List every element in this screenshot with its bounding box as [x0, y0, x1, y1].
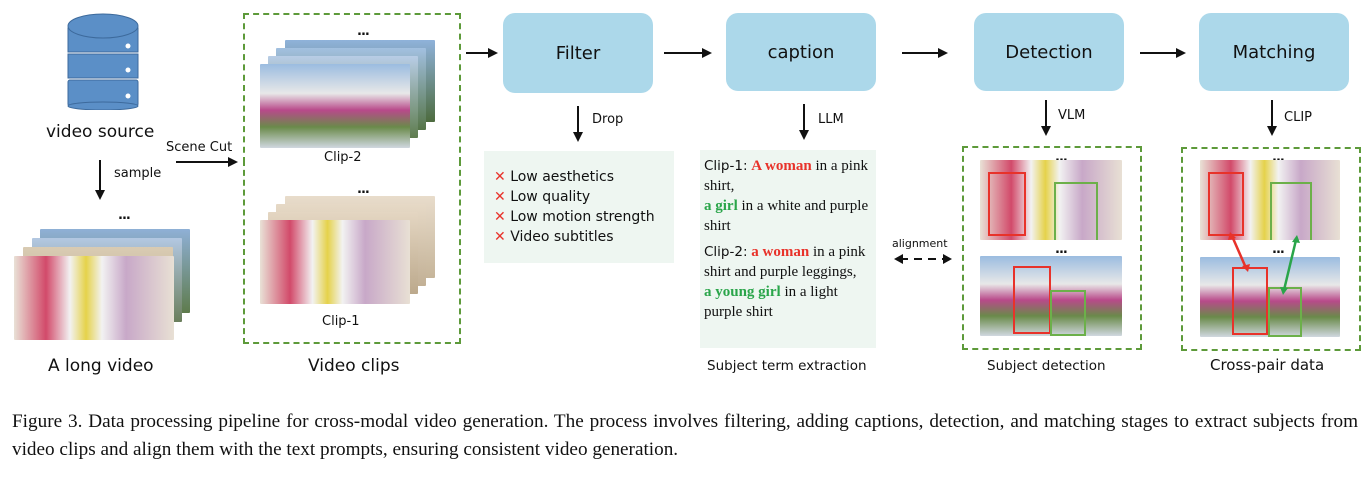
caption-stage: caption: [726, 13, 876, 91]
video-clips-container: [243, 13, 461, 163]
drop-reason: ✕ Low quality: [494, 189, 591, 205]
detection-container: [962, 146, 1142, 350]
drop-label: Drop: [592, 112, 624, 127]
arrow-right-icon: [664, 48, 712, 58]
drop-reason: ✕ Low aesthetics: [494, 169, 615, 185]
drop-reasons-panel: ✕ Low aesthetics ✕ Low quality ✕ Low mot…: [484, 151, 674, 263]
clip-1-caption: Clip-1: A woman in a pink shirt,a girl i…: [704, 158, 869, 234]
subject-box-green: [1054, 182, 1098, 240]
subject-caption-panel: Clip-1: A woman in a pink shirt,a girl i…: [700, 150, 876, 348]
video-frame-main: [14, 256, 174, 340]
subject-box-green: [1270, 182, 1312, 240]
match-arrows-icon: [1228, 232, 1300, 295]
ellipsis: ...: [1272, 242, 1285, 257]
detection-stage: Detection: [974, 13, 1124, 91]
x-mark-icon: ✕: [494, 209, 506, 225]
arrow-right-icon: [1140, 48, 1186, 58]
detection-frame-2: [980, 256, 1122, 336]
drop-arrow-icon: [573, 106, 583, 142]
caption-stage-label: caption: [767, 41, 835, 63]
database-icon: [67, 13, 139, 110]
subject-box-red: [1208, 172, 1244, 236]
clip-arrow-icon: [1267, 100, 1277, 136]
ellipsis: ...: [357, 24, 370, 39]
video-clips-title: Video clips: [308, 356, 400, 376]
scene-cut-label: Scene Cut: [166, 140, 233, 155]
x-mark-icon: ✕: [494, 169, 506, 185]
sample-arrow-icon: [95, 160, 105, 200]
clip-label: CLIP: [1284, 110, 1312, 125]
llm-label: LLM: [818, 112, 844, 127]
clip-1-frame: [260, 220, 410, 304]
clip-2-frame: [260, 64, 410, 148]
detection-stage-label: Detection: [1005, 41, 1093, 63]
subject-term-extraction-title: Subject term extraction: [707, 358, 867, 374]
ellipsis: ...: [1055, 242, 1068, 257]
ellipsis: ...: [118, 208, 131, 223]
figure-caption: Figure 3. Data processing pipeline for c…: [12, 411, 1358, 460]
clip-2-caption: Clip-2: a woman in a pink shirt and purp…: [704, 244, 866, 320]
clip-1-label: Clip-1: [322, 314, 360, 329]
long-video-label: A long video: [48, 356, 154, 376]
vlm-label: VLM: [1058, 108, 1086, 123]
filter-stage: Filter: [503, 13, 653, 93]
ellipsis: ...: [357, 182, 370, 197]
arrow-right-icon: [466, 48, 498, 58]
cross-pair-container: [1181, 147, 1361, 351]
sample-label: sample: [114, 166, 162, 181]
video-clips-container-lower: [243, 160, 461, 344]
subject-box-red: [1013, 266, 1051, 334]
matching-frame-2: [1200, 257, 1340, 337]
llm-arrow-icon: [799, 104, 809, 140]
cross-pair-data-title: Cross-pair data: [1210, 356, 1325, 374]
matching-stage-label: Matching: [1232, 41, 1316, 63]
vlm-arrow-icon: [1041, 100, 1051, 136]
x-mark-icon: ✕: [494, 189, 506, 205]
subject-box-red: [988, 172, 1026, 236]
subject-detection-title: Subject detection: [987, 358, 1106, 374]
alignment-double-arrow-icon: [894, 254, 952, 264]
matching-stage: Matching: [1199, 13, 1349, 91]
drop-reason: ✕ Low motion strength: [494, 209, 655, 225]
detection-frame-1: [980, 160, 1122, 240]
subject-box-red: [1232, 267, 1268, 335]
subject-box-green: [1050, 290, 1086, 336]
alignment-label: alignment: [892, 237, 948, 250]
x-mark-icon: ✕: [494, 229, 506, 245]
drop-reason: ✕ Video subtitles: [494, 229, 614, 245]
arrow-right-icon: [902, 48, 948, 58]
matching-frame-1: [1200, 160, 1340, 240]
video-source-label: video source: [46, 122, 155, 142]
clip-2-label: Clip-2: [324, 150, 362, 165]
filter-stage-label: Filter: [555, 42, 601, 64]
scene-cut-arrow-icon: [176, 157, 238, 167]
